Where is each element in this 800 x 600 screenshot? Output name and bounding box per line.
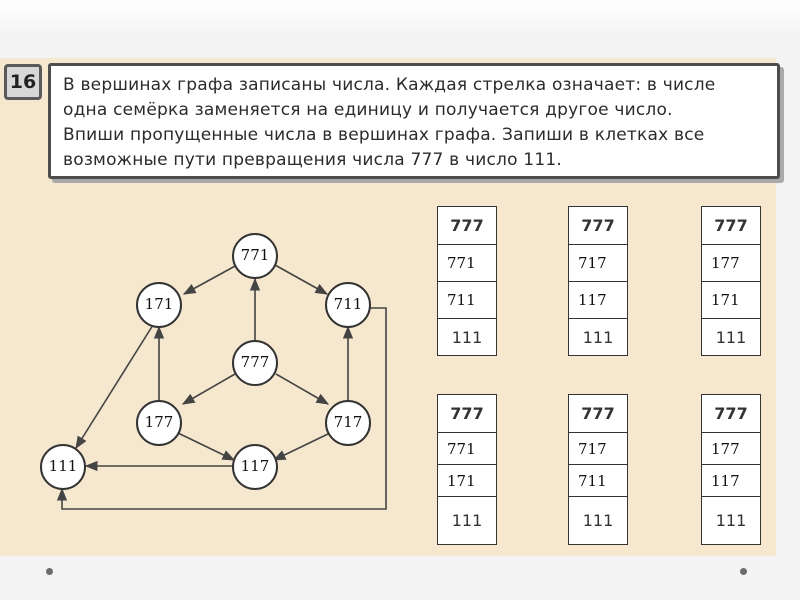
path-start-cell: 777	[450, 404, 484, 423]
path-step-cell[interactable]: 171	[438, 464, 496, 496]
edge-711-111	[56, 307, 387, 510]
slide-nav-dot-left[interactable]	[46, 568, 53, 575]
graph-node: 111	[40, 444, 86, 490]
slide-nav-dot-right[interactable]	[740, 568, 747, 575]
task-line: возможные пути превращения числа 777 в ч…	[63, 150, 562, 170]
slide-header-gradient	[0, 0, 800, 40]
path-start-cell: 777	[581, 216, 615, 235]
node-label: 111	[49, 457, 78, 475]
graph-node: 117	[232, 444, 278, 490]
edge-777-717	[275, 373, 330, 405]
path-column: 777 771 711 111	[437, 206, 497, 356]
path-step-cell[interactable]: 771	[438, 432, 496, 464]
path-start-cell: 777	[450, 216, 484, 235]
path-step-cell[interactable]: 711	[438, 281, 496, 318]
edge-771-711	[274, 264, 329, 295]
edge-717-117	[272, 432, 331, 461]
task-statement: В вершинах графа записаны числа. Каждая …	[48, 63, 780, 179]
path-step-cell[interactable]: 171	[702, 281, 760, 318]
path-end-cell: 111	[702, 318, 760, 355]
edge-771-171	[182, 264, 238, 295]
path-step-cell[interactable]: 177	[702, 244, 760, 281]
path-column: 777 717 711 111	[568, 394, 628, 545]
edge-171-111	[75, 324, 154, 450]
task-line: В вершинах графа записаны числа. Каждая …	[63, 75, 716, 95]
path-step-cell[interactable]: 771	[438, 244, 496, 281]
node-label: 171	[145, 295, 174, 313]
node-label: 777	[241, 353, 270, 371]
task-number-badge: 16	[4, 64, 42, 100]
node-label: 711	[334, 295, 363, 313]
path-step-cell[interactable]: 717	[569, 244, 627, 281]
path-step-cell[interactable]: 717	[569, 432, 627, 464]
path-end-cell: 111	[702, 496, 760, 544]
edge-777-177	[181, 373, 236, 405]
path-column: 777 771 171 111	[437, 394, 497, 545]
path-end-cell: 111	[438, 496, 496, 544]
graph-edges	[56, 264, 387, 510]
graph-node: 171	[136, 282, 182, 328]
node-label: 117	[241, 457, 270, 475]
textbook-page: 16 В вершинах графа записаны числа. Кажд…	[0, 58, 780, 556]
graph-node: 771	[232, 233, 278, 279]
path-step-cell[interactable]: 117	[569, 281, 627, 318]
path-column: 777 717 117 111	[568, 206, 628, 356]
node-label: 771	[241, 246, 270, 264]
path-column: 777 177 117 111	[701, 394, 761, 545]
path-end-cell: 111	[569, 496, 627, 544]
path-step-cell[interactable]: 177	[702, 432, 760, 464]
number-graph: 771 171 711 777 177 717	[40, 233, 387, 510]
graph-nodes: 771 171 711 777 177 717	[40, 233, 371, 490]
graph-node: 717	[325, 400, 371, 446]
path-end-cell: 111	[569, 318, 627, 355]
node-label: 177	[145, 413, 174, 431]
path-start-cell: 777	[714, 404, 748, 423]
task-line: одна семёрка заменяется на единицу и пол…	[63, 100, 673, 120]
graph-node: 177	[136, 400, 182, 446]
path-start-cell: 777	[714, 216, 748, 235]
path-column: 777 177 171 111	[701, 206, 761, 356]
path-step-cell[interactable]: 117	[702, 464, 760, 496]
graph-node: 777	[232, 340, 278, 386]
node-label: 717	[334, 413, 363, 431]
edge-177-117	[177, 432, 236, 461]
path-step-cell[interactable]: 711	[569, 464, 627, 496]
path-end-cell: 111	[438, 318, 496, 355]
graph-node: 711	[325, 282, 371, 328]
task-line: Впиши пропущенные числа в вершинах графа…	[63, 125, 705, 145]
path-start-cell: 777	[581, 404, 615, 423]
